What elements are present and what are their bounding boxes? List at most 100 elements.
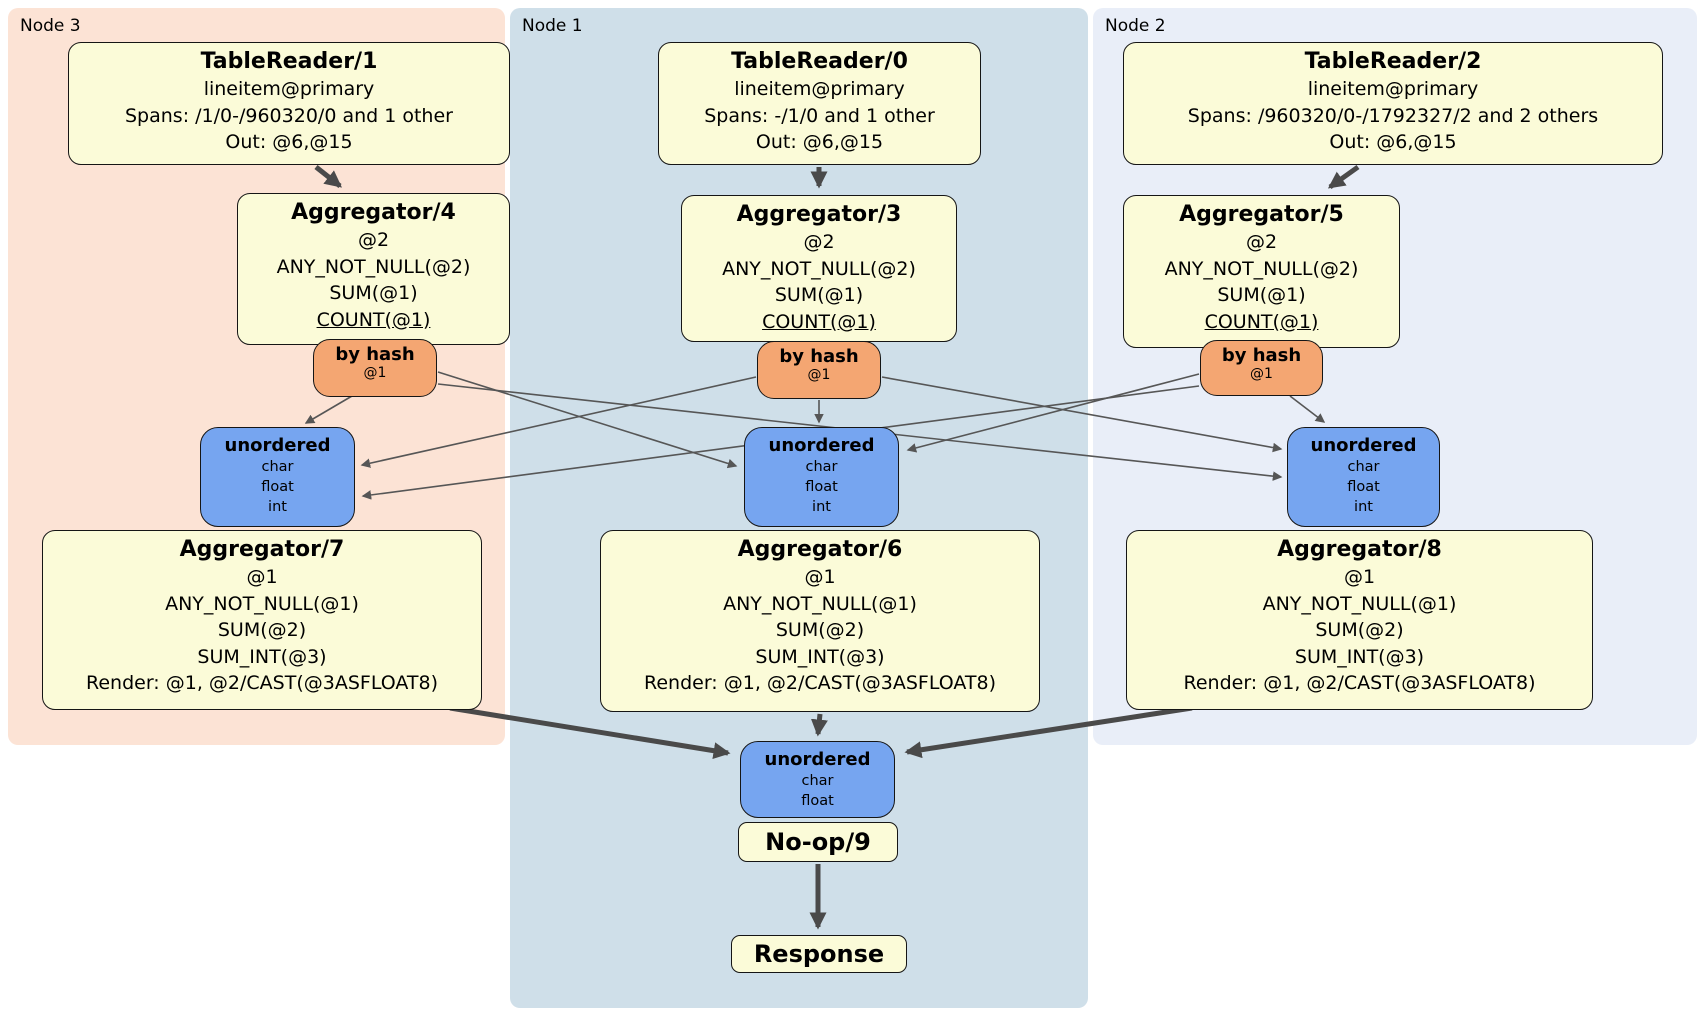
edge-agg8-sync-final (904, 705, 1193, 759)
edge-agg6-sync-final (810, 713, 828, 737)
aggregator-3-expr2: SUM(@1) (774, 284, 864, 306)
unordered-sync-node3-type3: int (268, 499, 287, 515)
aggregator-8-box: Aggregator/8 @1 ANY_NOT_NULL(@1) SUM(@2)… (1126, 530, 1593, 710)
node2-panel-label: Node 2 (1105, 16, 1166, 36)
aggregator-4-expr2: SUM(@1) (329, 282, 418, 304)
aggregator-3-title: Aggregator/3 (736, 202, 902, 227)
node1-panel-label: Node 1 (522, 16, 583, 36)
unordered-sync-node1-type2: float (805, 479, 838, 495)
edge-router1-sync3 (360, 376, 757, 468)
thick-flow-edges (314, 164, 1360, 930)
response-title: Response (753, 940, 885, 968)
unordered-sync-node2-label: unordered (1310, 435, 1417, 456)
tablereader-0-box: TableReader/0 lineitem@primary Spans: -/… (658, 42, 981, 165)
aggregator-6-groupcol: @1 (804, 566, 836, 588)
hash-router-node2-key: @1 (1250, 366, 1273, 382)
unordered-sync-node3-type2: float (261, 479, 294, 495)
aggregator-4-groupcol: @2 (357, 229, 390, 251)
unordered-sync-final: unordered char float (740, 741, 895, 818)
edge-tr1-agg4 (314, 165, 342, 188)
aggregator-8-expr2: SUM(@2) (1315, 619, 1404, 641)
tablereader-2-index: lineitem@primary (1307, 78, 1479, 100)
unordered-sync-node2-type2: float (1347, 479, 1380, 495)
noop-9-title: No-op/9 (765, 828, 871, 856)
aggregator-3-expr1: ANY_NOT_NULL(@2) (722, 257, 916, 280)
aggregator-6-box: Aggregator/6 @1 ANY_NOT_NULL(@1) SUM(@2)… (600, 530, 1040, 712)
tablereader-0-out: Out: @6,@15 (755, 131, 884, 153)
tablereader-0-title: TableReader/0 (731, 49, 908, 74)
edge-agg7-sync-final (449, 705, 731, 760)
tablereader-2-spans: Spans: /960320/0-/1792327/2 and 2 others (1187, 104, 1599, 127)
aggregator-8-expr1: ANY_NOT_NULL(@1) (1262, 592, 1457, 615)
unordered-sync-node3-type1: char (261, 459, 294, 475)
unordered-sync-node3: unordered char float int (200, 427, 355, 527)
hash-router-node1: by hash @1 (757, 341, 881, 399)
tablereader-1-index: lineitem@primary (203, 78, 375, 100)
tablereader-2-box: TableReader/2 lineitem@primary Spans: /9… (1123, 42, 1663, 165)
unordered-sync-node2-type3: int (1354, 499, 1373, 515)
aggregator-5-expr1: ANY_NOT_NULL(@2) (1164, 257, 1359, 280)
aggregator-4-expr3: COUNT(@1) (316, 308, 431, 331)
edge-router2-sync2 (1289, 395, 1326, 423)
tablereader-1-box: TableReader/1 lineitem@primary Spans: /1… (68, 42, 510, 165)
aggregator-3-expr3: COUNT(@1) (762, 310, 876, 333)
tablereader-1-out: Out: @6,@15 (225, 131, 353, 153)
tablereader-1-title: TableReader/1 (200, 49, 378, 74)
hash-router-node1-key: @1 (807, 367, 831, 383)
edge-router1-sync2 (881, 376, 1283, 453)
aggregator-5-box: Aggregator/5 @2 ANY_NOT_NULL(@2) SUM(@1)… (1123, 195, 1400, 348)
unordered-sync-node2-type1: char (1347, 459, 1380, 475)
tablereader-0-spans: Spans: -/1/0 and 1 other (704, 104, 935, 127)
tablereader-2-out: Out: @6,@15 (1329, 131, 1457, 153)
aggregator-5-expr3: COUNT(@1) (1204, 310, 1319, 333)
tablereader-2-title: TableReader/2 (1304, 49, 1482, 74)
aggregator-6-title: Aggregator/6 (737, 537, 903, 562)
response-box: Response (731, 935, 907, 973)
aggregator-7-title: Aggregator/7 (179, 537, 345, 562)
unordered-sync-final-type1: char (801, 773, 834, 789)
aggregator-6-render: Render: @1, @2/CAST(@3ASFLOAT8) (644, 672, 996, 694)
aggregator-7-expr1: ANY_NOT_NULL(@1) (165, 592, 359, 615)
unordered-sync-node1: unordered char float int (744, 427, 899, 527)
hash-router-node3: by hash @1 (313, 339, 437, 397)
hash-router-node3-label: by hash (335, 344, 415, 365)
unordered-sync-node2: unordered char float int (1287, 427, 1440, 527)
hash-router-node1-label: by hash (779, 346, 859, 367)
aggregator-4-box: Aggregator/4 @2 ANY_NOT_NULL(@2) SUM(@1)… (237, 193, 510, 345)
unordered-sync-node1-type3: int (812, 499, 831, 515)
aggregator-8-render: Render: @1, @2/CAST(@3ASFLOAT8) (1183, 672, 1536, 694)
tablereader-0-index: lineitem@primary (734, 78, 905, 100)
aggregator-6-expr2: SUM(@2) (775, 619, 865, 641)
aggregator-7-expr2: SUM(@2) (217, 619, 307, 641)
aggregator-4-title: Aggregator/4 (291, 200, 456, 225)
aggregator-8-expr3: SUM_INT(@3) (1294, 645, 1425, 668)
aggregator-8-groupcol: @1 (1343, 566, 1376, 588)
unordered-sync-node1-type1: char (805, 459, 838, 475)
edge-tr2-agg5 (1327, 164, 1360, 190)
aggregator-7-expr3: SUM_INT(@3) (197, 645, 327, 668)
aggregator-5-expr2: SUM(@1) (1217, 284, 1306, 306)
unordered-sync-node3-label: unordered (224, 435, 331, 456)
aggregator-3-box: Aggregator/3 @2 ANY_NOT_NULL(@2) SUM(@1)… (681, 195, 957, 342)
aggregator-8-title: Aggregator/8 (1277, 537, 1442, 562)
aggregator-7-box: Aggregator/7 @1 ANY_NOT_NULL(@1) SUM(@2)… (42, 530, 482, 710)
aggregator-7-groupcol: @1 (246, 566, 278, 588)
aggregator-6-expr1: ANY_NOT_NULL(@1) (723, 592, 917, 615)
aggregator-6-expr3: SUM_INT(@3) (755, 645, 885, 668)
hash-router-node2: by hash @1 (1200, 340, 1323, 396)
edge-router3-sync1 (437, 371, 738, 469)
tablereader-1-spans: Spans: /1/0-/960320/0 and 1 other (125, 104, 453, 127)
noop-9-box: No-op/9 (738, 822, 898, 862)
node3-panel-label: Node 3 (20, 16, 81, 36)
aggregator-7-render: Render: @1, @2/CAST(@3ASFLOAT8) (86, 672, 438, 694)
edge-router3-sync3 (304, 395, 353, 424)
edge-router2-sync1 (906, 373, 1200, 453)
hash-router-node3-key: @1 (363, 365, 387, 381)
hash-router-node2-label: by hash (1221, 345, 1302, 366)
unordered-sync-node1-label: unordered (768, 435, 875, 456)
unordered-sync-final-label: unordered (764, 749, 871, 770)
aggregator-4-expr1: ANY_NOT_NULL(@2) (276, 255, 471, 278)
aggregator-3-groupcol: @2 (803, 231, 835, 253)
unordered-sync-final-type2: float (801, 793, 834, 809)
